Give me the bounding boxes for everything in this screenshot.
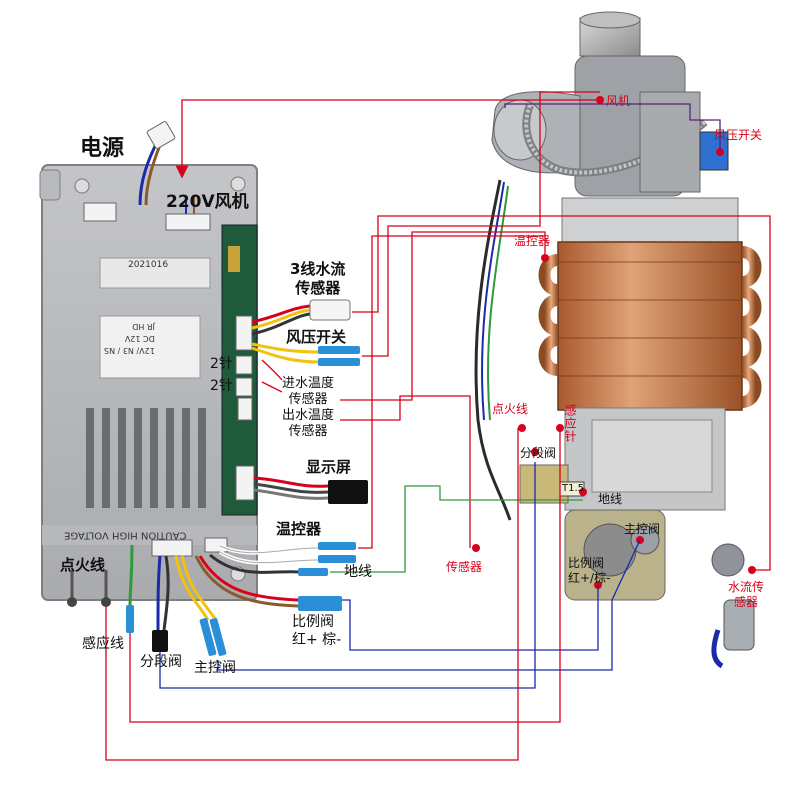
thermostat-label: 温控器 [276,520,322,538]
fan-220v-label: 220V风机 [166,192,249,212]
connection-lines [105,91,771,761]
controller-box [39,164,258,601]
valve-tag: T1.5 [562,483,585,494]
sense-wire-label: 感应线 [82,636,124,652]
pin2-label-b: 2针 [210,378,233,394]
main-valve-label: 主控阀 [194,660,236,676]
pin2-label-a: 2针 [210,356,233,372]
controller-nameplate: 12V/ N3 / NS DC 12V JR HD [104,320,155,356]
heater-air-pressure-switch-label: 风压开关 [714,128,763,142]
heater-ground-label: 地线 [598,492,623,506]
harness-wires [70,304,329,631]
section-valve-label: 分段阀 [140,654,182,670]
inlet-temp-sensor-label: 进水温度 传感器 [282,376,335,408]
caution-label: CAUTION HIGH VOLTAGE [64,529,187,541]
heater-sensor-label: 传感器 [446,560,483,574]
display-label: 显示屏 [306,458,352,476]
outlet-temp-sensor-label: 出水温度 传感器 [282,408,335,440]
controller-code: 2021016 [128,260,169,270]
water-flow-sensor-label: 3线水流 传感器 [290,260,346,297]
power-plug [138,121,176,206]
heater-main-valve-label: 主控阀 [624,522,661,536]
heater-thermostat-label: 温控器 [514,234,551,248]
proportional-valve-label: 比例阀 红+ 棕- [292,614,342,648]
nameplate-line: 12V/ N3 / NS [104,346,155,355]
nameplate-line: JR HD [132,322,155,331]
power-label: 电源 [80,136,125,161]
heater-proportional-valve-label: 比例阀 红+/棕- [568,556,611,585]
ignition-wire-label: 点火线 [60,556,106,574]
heater-sense-needle-label: 感应针 [563,404,577,443]
heater-water-flow-sensor-label: 水流传 感器 [728,580,765,609]
heater-section-valve-label: 分段阀 [520,446,557,460]
ground-wire-label: 地线 [344,564,372,580]
air-pressure-switch-label: 风压开关 [286,328,347,346]
vent-slots [86,408,206,508]
nameplate-line: DC 12V [124,334,155,343]
heater-fan-label: 风机 [606,94,631,108]
wire-terminals [67,299,368,656]
heater-ignition-label: 点火线 [492,402,529,416]
